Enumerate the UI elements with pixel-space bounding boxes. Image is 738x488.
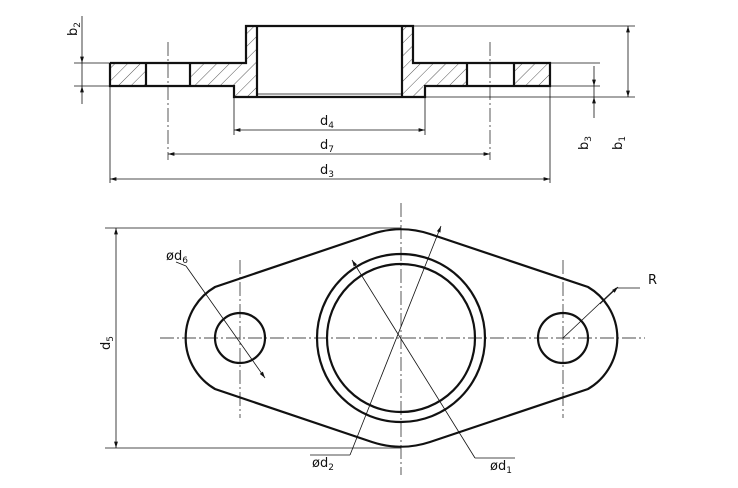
hub-outer-circle [315, 252, 487, 424]
d1-label: ød1 [490, 459, 512, 476]
hatched-material [110, 26, 550, 97]
hub-inner-circle [325, 262, 477, 414]
bolt-hole-right [536, 311, 590, 365]
b1-label: b1 [611, 136, 628, 150]
d7-label: d7 [320, 138, 334, 155]
bolt-hole-left [213, 311, 267, 365]
d2-label: ød2 [312, 456, 334, 473]
d4-label: d4 [320, 114, 334, 131]
section-outline [108, 24, 552, 99]
b2-label: b2 [66, 22, 83, 36]
d6-leader [185, 265, 266, 379]
r-label: R [648, 273, 657, 288]
plan-view: d5 ød6 ød1 ød2 R [99, 203, 657, 476]
d2-leader [349, 225, 442, 456]
r-leader [562, 287, 617, 339]
d3-label: d3 [320, 163, 334, 180]
d5-label: d5 [99, 336, 116, 350]
section-view: d4 d7 d3 b2 b3 b1 [66, 16, 635, 183]
extension-lines [74, 25, 635, 183]
d1-leader [351, 259, 476, 459]
d6-label: ød6 [166, 249, 188, 266]
flange-outline [184, 228, 619, 448]
b3-label: b3 [577, 136, 594, 150]
